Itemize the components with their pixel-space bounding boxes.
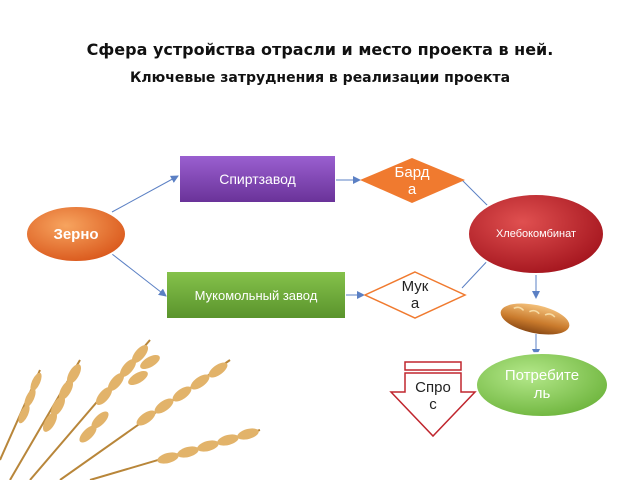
distillery-label: Спиртзавод (219, 171, 296, 187)
bakery-node[interactable]: Хлебокомбинат (470, 214, 602, 254)
consumer-node[interactable]: Потребите ль (478, 360, 606, 410)
grain-node-shape (25, 205, 127, 263)
bakery-label: Хлебокомбинат (495, 228, 577, 240)
consumer-node-shape (475, 352, 609, 418)
connectors (111, 175, 540, 357)
wheat-ears-icon (0, 339, 261, 480)
flour-mill-node-shape (167, 272, 345, 318)
flour-product-label-line2: а (410, 295, 420, 312)
grain-label: Зерно (53, 225, 99, 243)
demand-arrow-shape (389, 361, 477, 438)
consumer-label-line2: ль (533, 385, 551, 402)
flour-product-label-line1: Мук (401, 278, 429, 295)
demand-label-line2: с (429, 396, 437, 413)
demand-label-line1: Спро (415, 379, 451, 396)
flour-mill-label: Мукомольный завод (194, 287, 318, 303)
page-subtitle: Ключевые затруднения в реализации проект… (129, 70, 511, 86)
barda-node-shape (360, 158, 465, 203)
flour-product-node[interactable]: Мук а (375, 274, 455, 316)
grain-node[interactable]: Зерно (26, 206, 126, 262)
flour-mill-node[interactable]: Мукомольный завод (167, 272, 345, 318)
distillery-node[interactable]: Спиртзавод (180, 156, 335, 202)
barda-label-line1: Бард (394, 164, 430, 181)
bakery-node-shape (467, 193, 605, 275)
bread-loaf-icon (500, 303, 570, 335)
barda-label-line2: а (407, 181, 417, 198)
flour-product-node-shape (363, 271, 467, 319)
demand-node[interactable]: Спро с (405, 374, 461, 418)
consumer-label-line1: Потребите (504, 367, 580, 384)
barda-node[interactable]: Бард а (372, 160, 452, 202)
distillery-node-shape (180, 156, 335, 202)
page-title: Сфера устройства отрасли и место проекта… (86, 40, 554, 59)
